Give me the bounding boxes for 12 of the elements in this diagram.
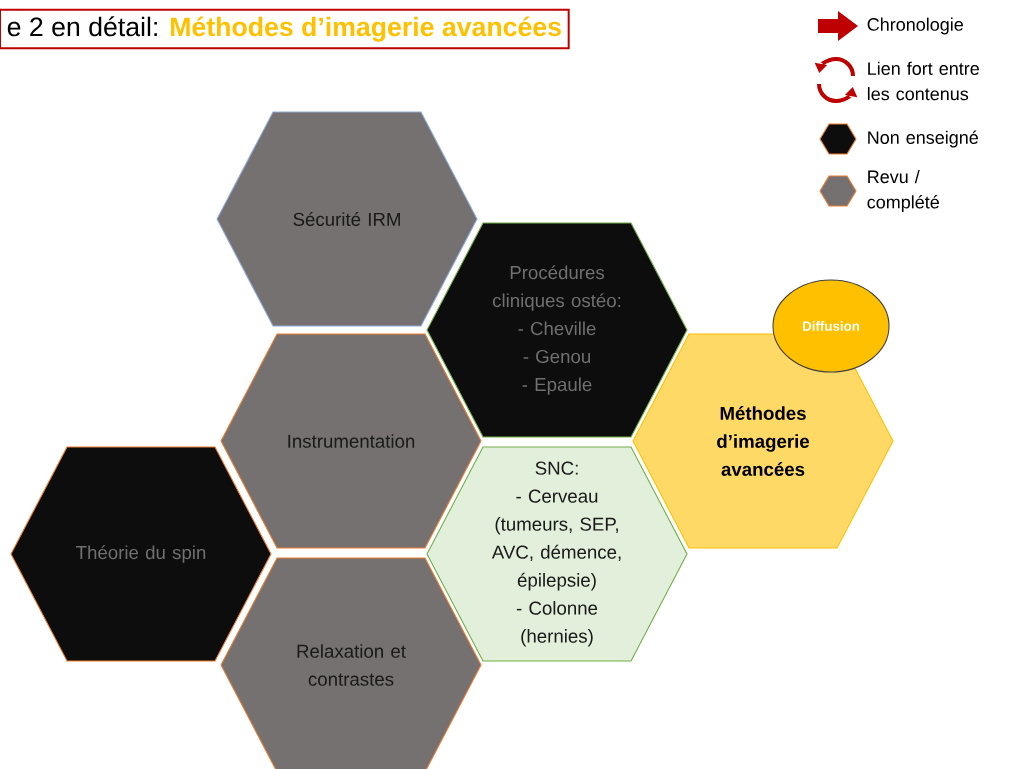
title-box: e 2 en détail: Méthodes d’imagerie avancées [0,8,570,50]
hexagon: Théorie du spin [10,446,272,662]
hexagon: Relaxation et contrastes [220,557,482,769]
hexagon: Instrumentation [220,333,482,549]
hexagon: Sécurité IRM [216,111,478,327]
legend-text: Revu / complété [867,169,939,213]
legend-text: Chronologie [867,17,963,35]
legend-text: Non enseigné [868,130,978,148]
hexagon: SNC: - Cerveau (tumeurs, SEP, AVC, démence, épilepsie) - Colonne (hernies) [426,446,688,662]
legend-text: Lien fort entre les contenus [867,61,979,101]
hexagon: Méthodes d’imagerie avancées [632,333,894,549]
hexagon: Procédures cliniques ostéo: - Cheville - Genou - Epaule [426,222,688,438]
